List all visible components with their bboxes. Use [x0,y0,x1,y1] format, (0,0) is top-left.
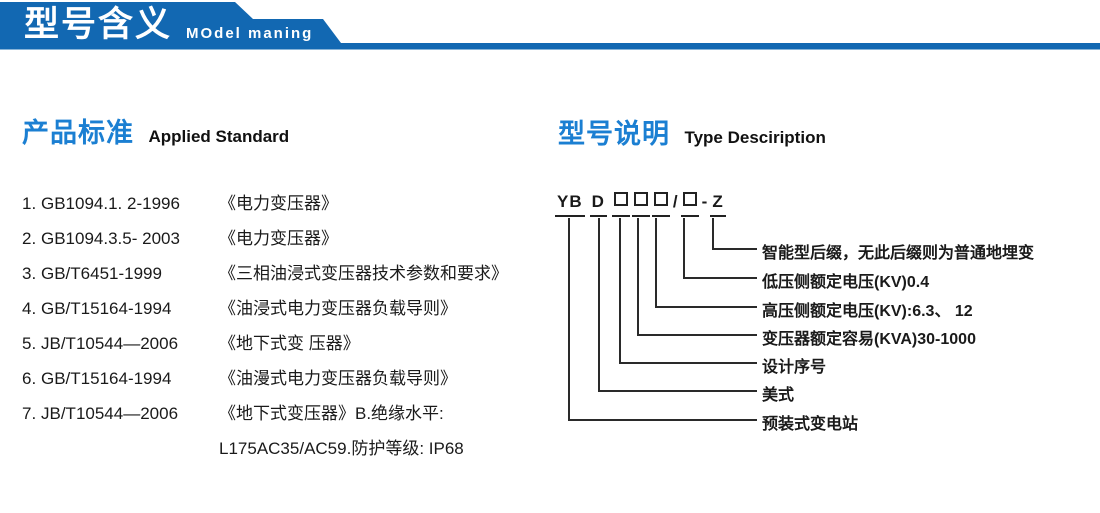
standard-number: 5. [22,334,37,353]
applied-standard-heading: 产品标准 Applied Standard [22,111,289,150]
standards-list: 1.GB1094.1. 2-1996《电力变压器》 2.GB1094.3.5- … [22,186,552,466]
standard-code: 6.GB/T15164-1994 [22,361,219,396]
standard-title: 《三相油浸式变压器技术参数和要求》 [219,264,508,283]
standards-list-item: 3.GB/T6451-1999《三相油浸式变压器技术参数和要求》 [22,256,552,291]
connector-horizontal-line [598,390,757,392]
standard-code-text: JB/T10544—2006 [41,334,179,353]
connector-label: 高压侧额定电压(KV):6.3、 12 [762,303,973,320]
standard-code-text: JB/T10544—2006 [41,404,179,423]
connector-horizontal-line [568,419,757,421]
standard-number: 6. [22,369,37,388]
connector-horizontal-line [712,248,757,250]
connector-horizontal-line [655,306,757,308]
model-code-box [631,191,650,217]
standards-list-item: 6.GB/T15164-1994《油漫式电力变压器负载导则》 [22,361,552,396]
standard-title: L175AC35/AC59.防护等级: IP68 [219,439,464,458]
connector-horizontal-line [637,334,757,336]
connector-vertical-line [568,218,570,421]
page-title: 型号含义 [24,5,173,44]
standards-list-item: 7.JB/T10544—2006《地下式变压器》B.绝缘水平: [22,396,552,431]
connector-vertical-line [637,218,639,336]
standards-list-item: 4.GB/T15164-1994《油浸式电力变压器负载导则》 [22,291,552,326]
type-description-heading-en: Type Desciription [684,128,826,147]
box-placeholder-icon [633,192,648,206]
standards-list-item: 2.GB1094.3.5- 2003《电力变压器》 [22,221,552,256]
standard-number: 3. [22,264,37,283]
standard-title: 《电力变压器》 [219,194,338,213]
standard-title: 《地下式变压器》B.绝缘水平: [219,404,444,423]
connector-horizontal-line [683,277,757,279]
model-code-box [680,191,699,217]
connector-vertical-line [712,218,714,250]
type-description-heading: 型号说明 Type Desciription [558,112,826,151]
standards-list-item: 1.GB1094.1. 2-1996《电力变压器》 [22,186,552,221]
connector-label: 美式 [762,387,795,404]
standard-code-text: GB/T15164-1994 [41,369,172,388]
model-code-letter: Z [710,192,726,217]
connector-vertical-line [598,218,600,392]
standard-code-text: GB/T6451-1999 [41,264,162,283]
model-code-letter: D [589,192,607,217]
model-code-box [611,191,630,217]
standard-code-text: GB/T15164-1994 [41,299,172,318]
standard-title: 《地下式变 压器》 [219,334,360,353]
connector-label: 设计序号 [762,359,827,376]
connector-label: 智能型后缀，无此后缀则为普通地埋变 [762,245,1035,262]
standard-number: 2. [22,229,37,248]
box-placeholder-icon [653,192,668,206]
header-banner-shape [0,2,1100,50]
standard-code-text: GB1094.1. 2-1996 [41,194,180,213]
standard-number: 4. [22,299,37,318]
standard-code: 1.GB1094.1. 2-1996 [22,186,219,221]
model-code-separator: / [672,192,678,211]
applied-standard-heading-en: Applied Standard [148,127,290,146]
standard-number: 1. [22,194,37,213]
box-placeholder-icon [613,192,628,206]
standard-title: 《油漫式电力变压器负载导则》 [219,369,457,388]
model-code-box [651,191,670,217]
standard-title: 《电力变压器》 [219,229,338,248]
connector-label: 变压器额定容易(KVA)30-1000 [762,331,976,348]
model-code-letter: YB [555,192,585,217]
standard-code: 2.GB1094.3.5- 2003 [22,221,219,256]
connector-label: 预装式变电站 [762,416,859,433]
standards-list-item: 5.JB/T10544—2006《地下式变 压器》 [22,326,552,361]
connector-vertical-line [619,218,621,364]
model-code-separator: - [701,192,708,211]
standard-code: 7.JB/T10544—2006 [22,396,219,431]
box-placeholder-icon [682,192,697,206]
standard-code [22,431,219,466]
type-description-heading-zh: 型号说明 [558,119,670,149]
standard-code: 5.JB/T10544—2006 [22,326,219,361]
standard-code: 3.GB/T6451-1999 [22,256,219,291]
connector-horizontal-line [619,362,757,364]
page-subtitle: MOdel maning [186,25,314,42]
standard-number: 7. [22,404,37,423]
standard-code: 4.GB/T15164-1994 [22,291,219,326]
connector-label: 低压侧额定电压(KV)0.4 [762,274,930,291]
standard-code-text: GB1094.3.5- 2003 [41,229,180,248]
connector-vertical-line [655,218,657,308]
connector-vertical-line [683,218,685,279]
applied-standard-heading-zh: 产品标准 [22,118,134,148]
standard-title: 《油浸式电力变压器负载导则》 [219,299,457,318]
standards-list-item: L175AC35/AC59.防护等级: IP68 [22,431,552,466]
